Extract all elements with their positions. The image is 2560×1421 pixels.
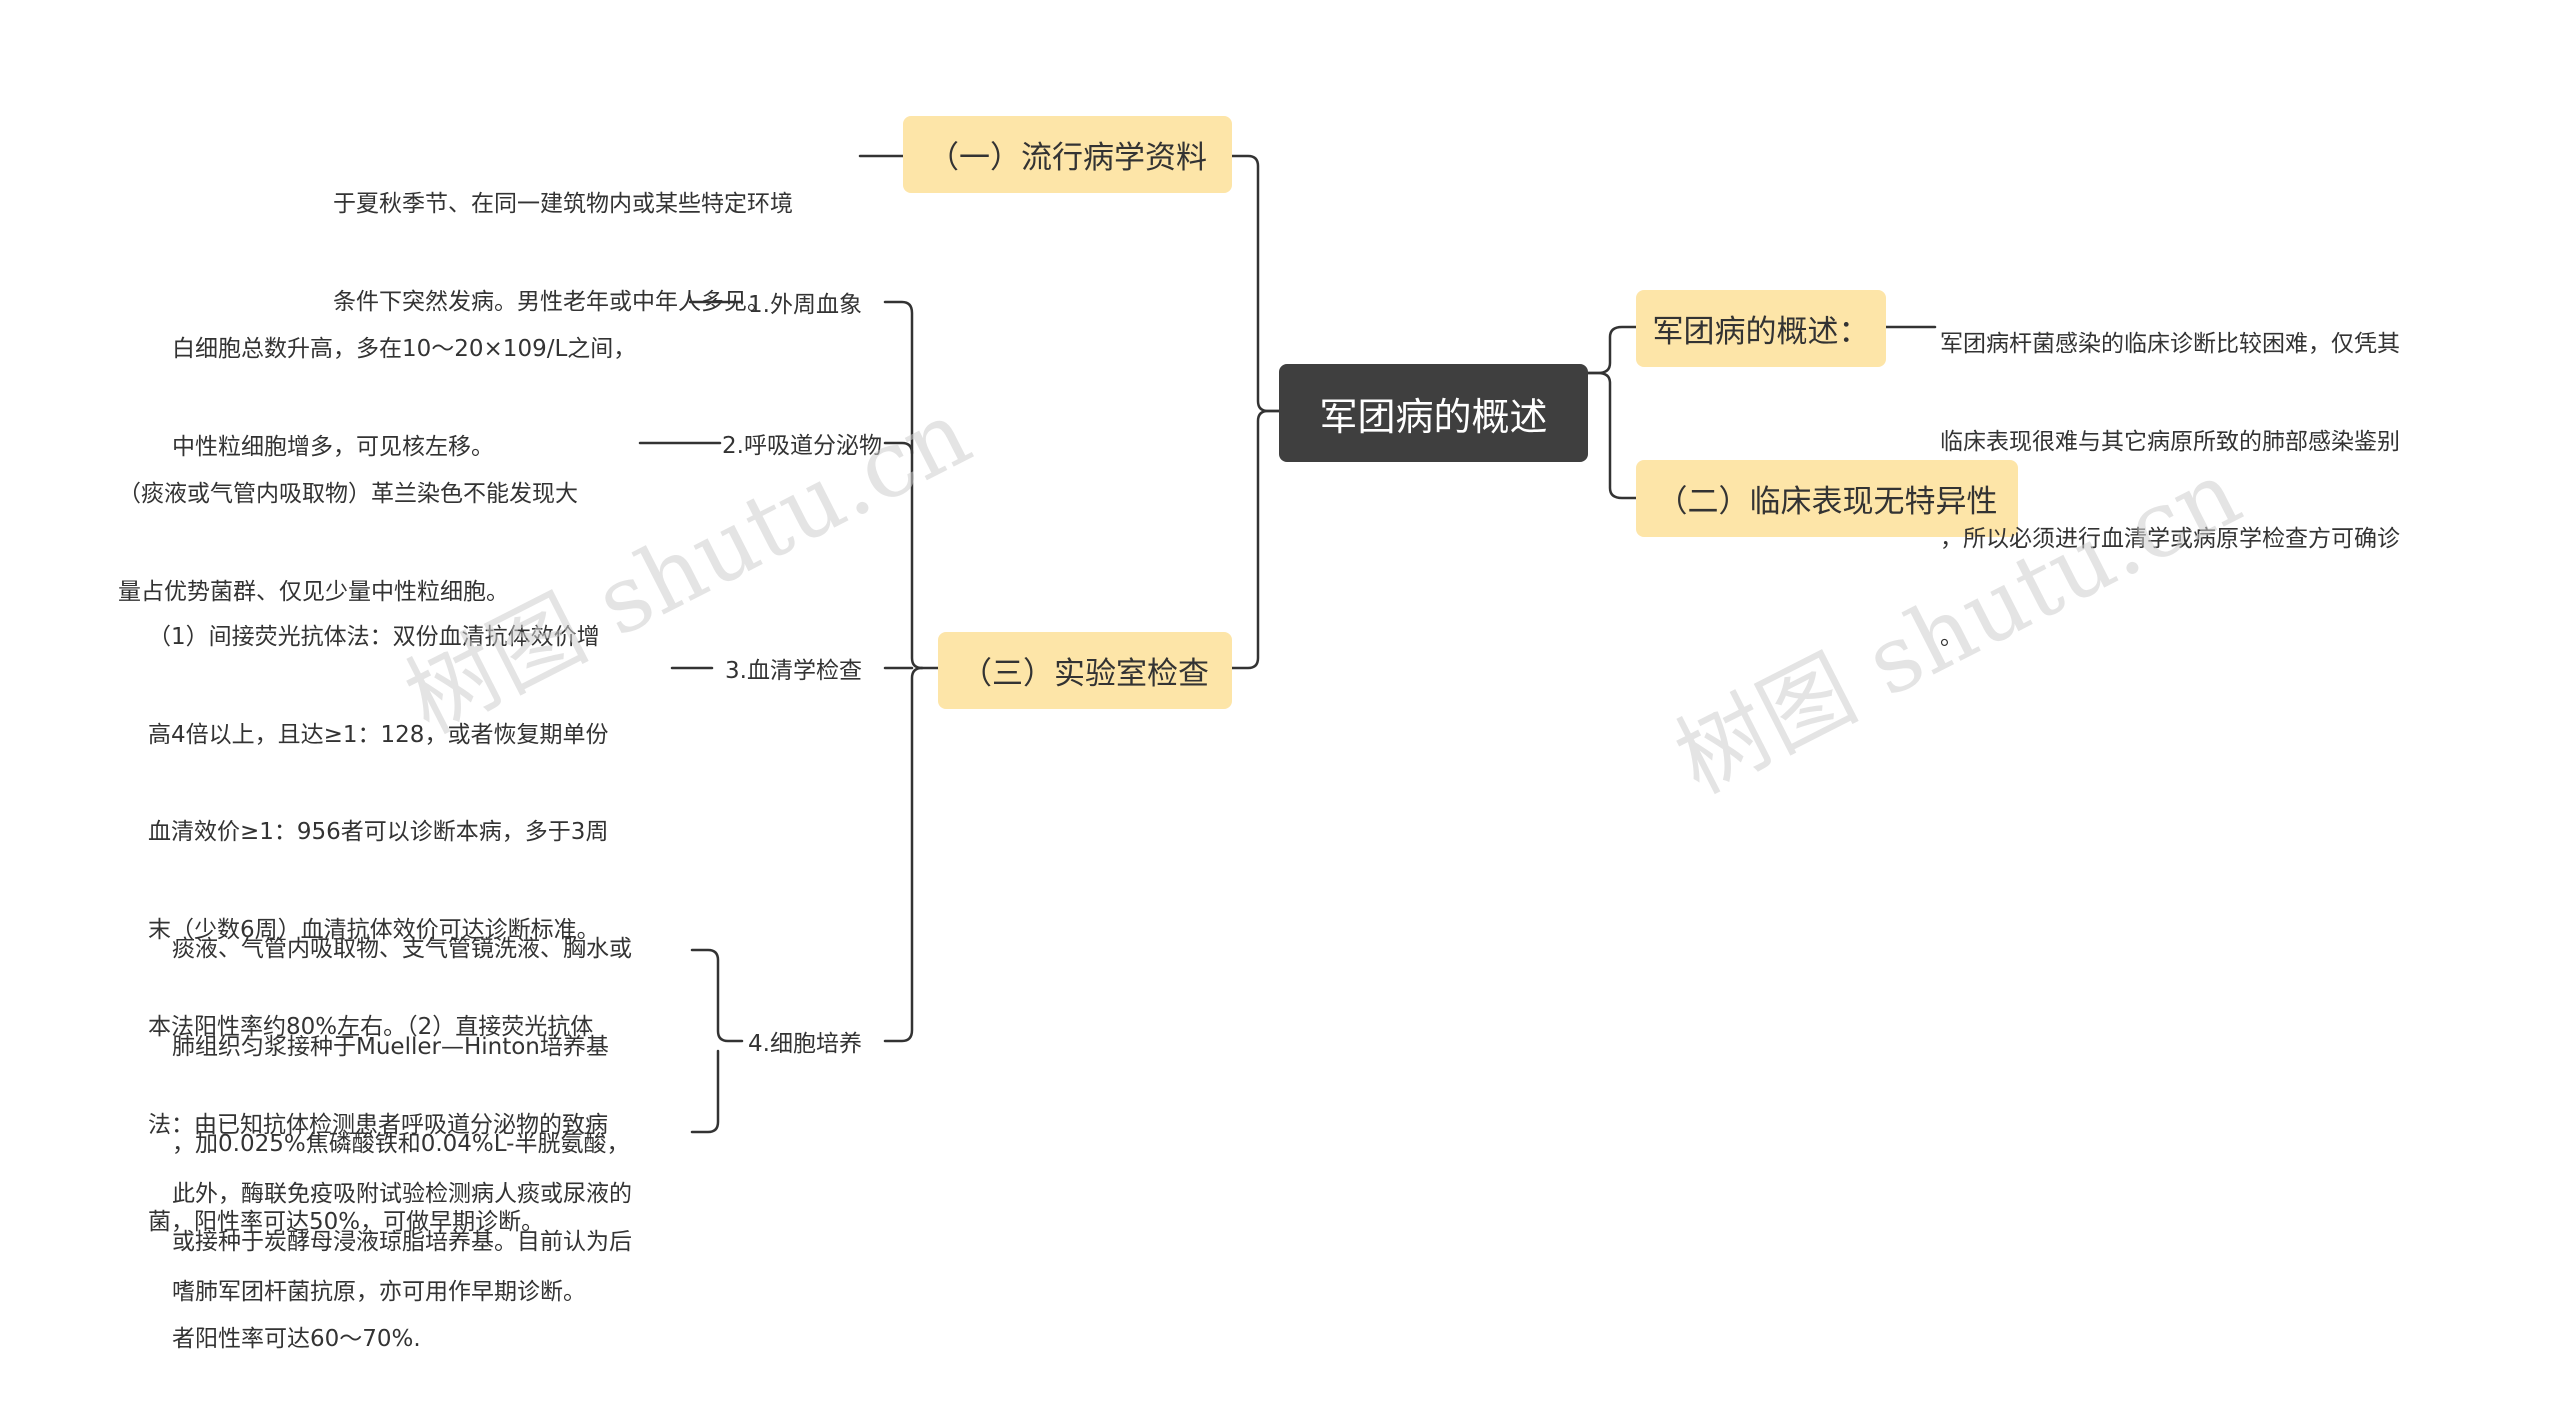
lab-item-culture-label: 4.细胞培养 (748, 1031, 862, 1057)
blood-note: 白细胞总数升高，多在10～20×109/L之间， 中性粒细胞增多，可见核左移。 (172, 268, 692, 528)
link-culture-notes (690, 948, 744, 1134)
link-root-clinical (1586, 371, 1638, 500)
link-lab-blood (883, 300, 924, 670)
lab-item-serology-label: 3.血清学检查 (725, 658, 862, 684)
note-line: （1）间接荧光抗体法：双份血清抗体效价增 (148, 624, 600, 650)
lab-item-blood-label: 1.外周血象 (748, 292, 862, 318)
root-node[interactable]: 军团病的概述 (1279, 364, 1588, 462)
branch-overview-label: 军团病的概述： (1652, 314, 1870, 350)
note-line: 法：由已知抗体检测患者呼吸道分泌物的致病 (148, 1111, 608, 1138)
note-line: 嗜肺军团杆菌抗原，亦可用作早期诊断。 (172, 1278, 586, 1305)
branch-epidemiology[interactable]: （一）流行病学资料 (903, 116, 1232, 193)
note-line: 此外，酶联免疫吸附试验检测病人痰或尿液的 (172, 1181, 632, 1207)
note-line: 菌，阳性率可达50%，可做早期诊断。 (148, 1209, 545, 1235)
note-line: 本法阳性率约80%左右。（2）直接荧光抗体 (148, 1014, 594, 1040)
note-line: 肺组织匀浆接种于Mueller—Hinton培养基 (172, 1033, 609, 1060)
note-line: 中性粒细胞增多，可见核左移。 (172, 433, 494, 460)
note-line: 白细胞总数升高，多在10～20×109/L之间， (172, 336, 637, 362)
branch-epidemiology-label: （一）流行病学资料 (928, 140, 1207, 176)
lab-item-serology[interactable]: 3.血清学检查 (725, 650, 890, 686)
note-line: ，所以必须进行血清学或病原学检查方可确诊 (1940, 526, 2400, 552)
note-line: 痰液、气管内吸取物、支气管镜洗液、胸水或 (172, 936, 632, 962)
overview-note: 军团病杆菌感染的临床诊断比较困难，仅凭其 临床表现很难与其它病原所致的肺部感染鉴… (1940, 263, 2485, 718)
branch-lab-label: （三）实验室检查 (961, 656, 1209, 692)
serology-note: （1）间接荧光抗体法：双份血清抗体效价增 高4倍以上，且达≥1：128，或者恢复… (148, 556, 670, 1304)
branch-clinical-label: （二）临床表现无特异性 (1656, 484, 1998, 520)
note-line: 高4倍以上，且达≥1：128，或者恢复期单份 (148, 721, 609, 748)
note-line: 军团病杆菌感染的临床诊断比较困难，仅凭其 (1940, 331, 2400, 357)
note-line: 条件下突然发病。男性老年或中年人多见。 (333, 288, 770, 315)
branch-lab[interactable]: （三）实验室检查 (938, 632, 1232, 709)
root-label: 军团病的概述 (1319, 394, 1548, 439)
mind-map-canvas: 军团病的概述 （一）流行病学资料 （三）实验室检查 军团病的概述： （二）临床表… (118, 116, 2485, 1352)
connector-lines (638, 154, 1937, 1134)
note-line: 。 (1940, 623, 1963, 650)
note-line: 临床表现很难与其它病原所致的肺部感染鉴别 (1940, 428, 2400, 455)
note-line: （痰液或气管内吸取物）革兰染色不能发现大 (118, 481, 578, 507)
link-root-epidemiology (1230, 154, 1281, 413)
lab-item-secretion[interactable]: 2.呼吸道分泌物 (722, 425, 892, 461)
culture-note-2: 此外，酶联免疫吸附试验检测病人痰或尿液的 嗜肺军团杆菌抗原，亦可用作早期诊断。 (172, 1113, 692, 1373)
lab-item-secretion-label: 2.呼吸道分泌物 (722, 433, 882, 459)
note-line: 量占优势菌群、仅见少量中性粒细胞。 (118, 578, 509, 605)
epidemiology-note: 于夏秋季节、在同一建筑物内或某些特定环境 条件下突然发病。男性老年或中年人多见。 (333, 123, 858, 383)
secretion-note: （痰液或气管内吸取物）革兰染色不能发现大 量占优势菌群、仅见少量中性粒细胞。 (118, 413, 638, 673)
branch-clinical[interactable]: （二）临床表现无特异性 (1636, 460, 2018, 537)
link-root-lab (1230, 409, 1281, 670)
lab-item-blood[interactable]: 1.外周血象 (748, 284, 888, 320)
link-lab-secretion (883, 441, 914, 455)
link-lab-culture (883, 666, 924, 1043)
note-line: ，加0.025%焦磷酸铁和0.04%L-半胱氨酸， (172, 1131, 630, 1157)
note-line: 血清效价≥1：956者可以诊断本病，多于3周 (148, 819, 609, 845)
note-line: 或接种于炭酵母浸液琼脂培养基。目前认为后 (172, 1228, 632, 1255)
link-root-overview (1586, 325, 1638, 375)
note-line: 末（少数6周）血清抗体效价可达诊断标准。 (148, 916, 600, 943)
lab-item-culture[interactable]: 4.细胞培养 (748, 1023, 888, 1059)
note-line: 于夏秋季节、在同一建筑物内或某些特定环境 (333, 191, 793, 217)
branch-overview[interactable]: 军团病的概述： (1636, 290, 1886, 367)
